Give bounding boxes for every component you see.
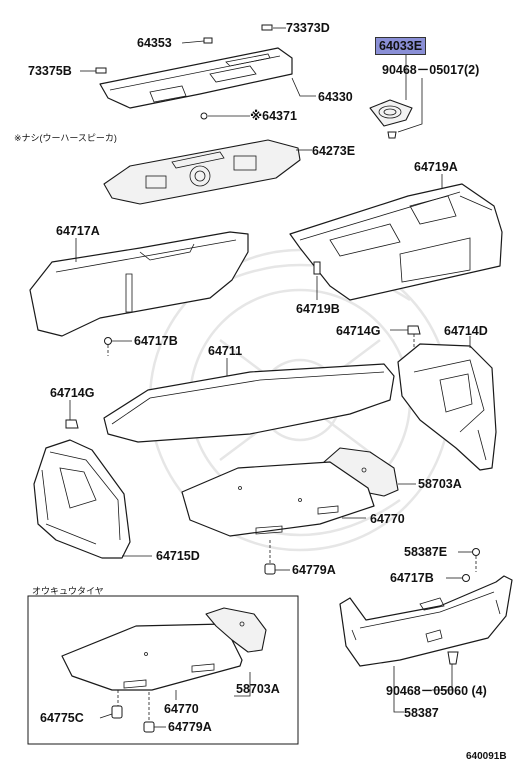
label-64711[interactable]: 64711 [208,344,243,358]
label-64033e[interactable]: 64033E [375,37,427,55]
label-58703a-top[interactable]: 58703A [418,477,462,491]
label-64770-box[interactable]: 64770 [164,702,199,716]
clip-64714g-left [65,400,79,429]
luggage-lid-trim-64719a [289,183,503,301]
clip-58387e [458,548,480,572]
label-64779a-top[interactable]: 64779A [292,563,336,577]
label-64779a-box[interactable]: 64779A [168,720,212,734]
clip-90468-05060 [432,651,459,691]
clip-64717b-left [104,337,132,356]
leader-58703a-box [234,672,251,697]
label-64719b[interactable]: 64719B [296,302,340,316]
label-64714g-right[interactable]: 64714G [336,324,381,338]
clip-64779a-top [264,540,290,575]
label-64273e[interactable]: 64273E [312,144,356,158]
label-90468-05060[interactable]: 90468－05060 (4) [386,684,487,698]
sill-plate-58387 [339,575,513,667]
label-58387[interactable]: 58387 [404,706,439,720]
leader-64353 [181,40,205,44]
side-trim-lower-64715d [33,439,131,559]
side-trim-right-64714d [397,343,497,471]
label-64353[interactable]: 64353 [137,36,172,50]
clip-64714g-right [390,325,421,350]
label-64717a[interactable]: 64717A [56,224,100,238]
package-tray-64330 [95,24,293,120]
note-speaker: ※ナシ(ウーハースピーカ) [14,133,117,143]
label-73373d[interactable]: 73373D [286,21,330,35]
label-64719a[interactable]: 64719A [414,160,458,174]
leader-64775c [99,713,113,719]
label-64775c[interactable]: 64775C [40,711,84,725]
leader-64330 [291,77,316,97]
label-64770-top[interactable]: 64770 [370,512,405,526]
leader-90468-05017 [397,78,423,133]
label-64371[interactable]: ※64371 [250,109,297,123]
label-64330[interactable]: 64330 [318,90,353,104]
leader-58387 [393,666,404,713]
deck-board-64770-top [181,461,375,537]
label-64714g-left[interactable]: 64714G [50,386,95,400]
side-trim-upper-64717a [29,231,249,337]
trunk-mat-64711 [103,363,395,443]
label-64715d[interactable]: 64715D [156,549,200,563]
clip-64717b-right [446,574,470,582]
spare-tire-box-title: オウキュウタイヤ [32,586,104,596]
label-64714d[interactable]: 64714D [444,324,488,338]
label-58703a-box[interactable]: 58703A [236,682,280,696]
tray-panel-64273e [103,139,301,205]
label-64717b-right[interactable]: 64717B [390,571,434,585]
label-58387e[interactable]: 58387E [404,545,448,559]
label-73375b[interactable]: 73375B [28,64,72,78]
diagram-id: 640091B [466,751,507,762]
label-90468-05017[interactable]: 90468－05017(2) [382,63,480,77]
spare-tire-box [27,595,299,745]
label-64717b-left[interactable]: 64717B [134,334,178,348]
speaker-cover-64033e [369,99,413,139]
